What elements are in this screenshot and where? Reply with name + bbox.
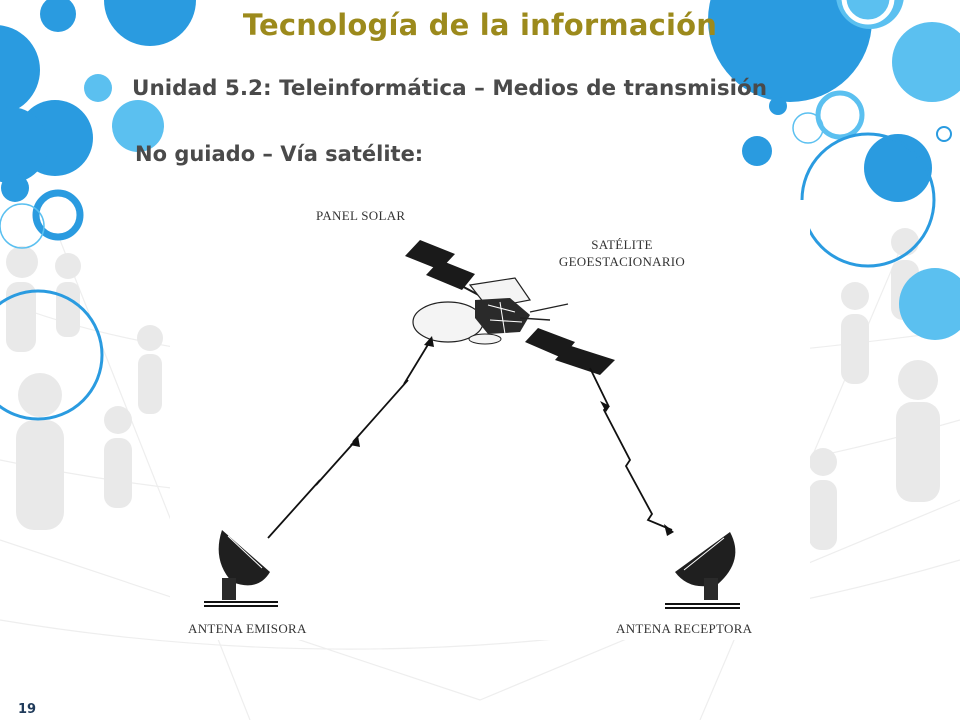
label-receiver-antenna: ANTENA RECEPTORA	[616, 621, 753, 636]
label-satellite-line2: GEOESTACIONARIO	[558, 254, 686, 269]
uplink-signal-arrow	[267, 336, 434, 539]
satellite-diagram-illustration	[170, 200, 810, 640]
downlink-signal-arrow	[589, 367, 674, 536]
satellite-icon	[412, 277, 569, 345]
slide-subtitle: Unidad 5.2: Teleinformática – Medios de …	[132, 76, 768, 101]
satellite-diagram: PANEL SOLAR SATÉLITE GEOESTACIONARIO ANT…	[170, 200, 810, 640]
label-satellite-line1: SATÉLITE	[591, 237, 653, 252]
receiver-antenna-icon	[665, 532, 740, 609]
slide-title: Tecnología de la información	[242, 8, 718, 42]
label-solar-panel: PANEL SOLAR	[316, 208, 406, 223]
label-sender-antenna: ANTENA EMISORA	[188, 621, 307, 636]
page-number: 19	[18, 702, 37, 717]
sender-antenna-icon	[204, 530, 278, 607]
section-heading: No guiado – Vía satélite:	[135, 142, 424, 166]
satellite-wing-icon	[525, 328, 615, 375]
label-satellite: SATÉLITE GEOESTACIONARIO	[542, 236, 702, 270]
